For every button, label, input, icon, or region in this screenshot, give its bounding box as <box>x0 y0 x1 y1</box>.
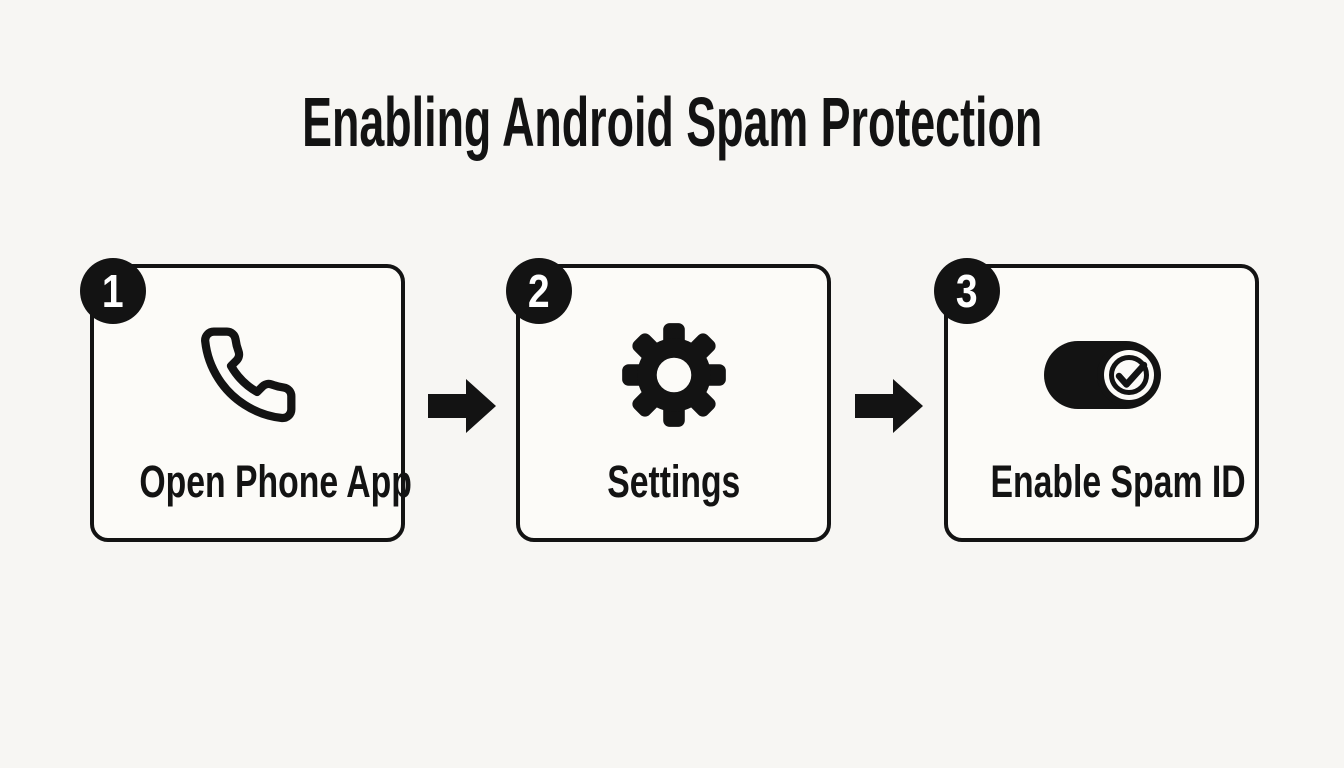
page-title: Enabling Android Spam Protection <box>0 86 1344 158</box>
step-2-label: Settings <box>520 458 827 506</box>
step-1-number: 1 <box>102 265 124 317</box>
step-3-label: Enable Spam ID <box>948 458 1255 506</box>
step-2-number-badge: 2 <box>506 258 572 324</box>
step-3-label-text: Enable Spam ID <box>990 456 1246 507</box>
step-card-open-phone-app: 1 Open Phone App <box>80 258 412 542</box>
step-1-label-text: Open Phone App <box>139 456 412 507</box>
step-2-number: 2 <box>528 265 550 317</box>
step-card-settings: 2 Settings <box>506 258 831 542</box>
toggle-on-check-icon <box>948 306 1255 444</box>
gear-icon <box>520 306 827 444</box>
step-2-label-text: Settings <box>606 456 741 507</box>
phone-icon <box>94 306 401 444</box>
step-1-label: Open Phone App <box>94 458 411 506</box>
right-arrow-icon <box>428 379 496 433</box>
page-title-text: Enabling Android Spam Protection <box>301 83 1043 161</box>
step-1-number-badge: 1 <box>80 258 146 324</box>
right-arrow-icon <box>855 379 923 433</box>
step-3-number: 3 <box>956 265 978 317</box>
step-3-number-badge: 3 <box>934 258 1000 324</box>
step-card-enable-spam-id: 3 Enable Spam ID <box>934 258 1259 542</box>
